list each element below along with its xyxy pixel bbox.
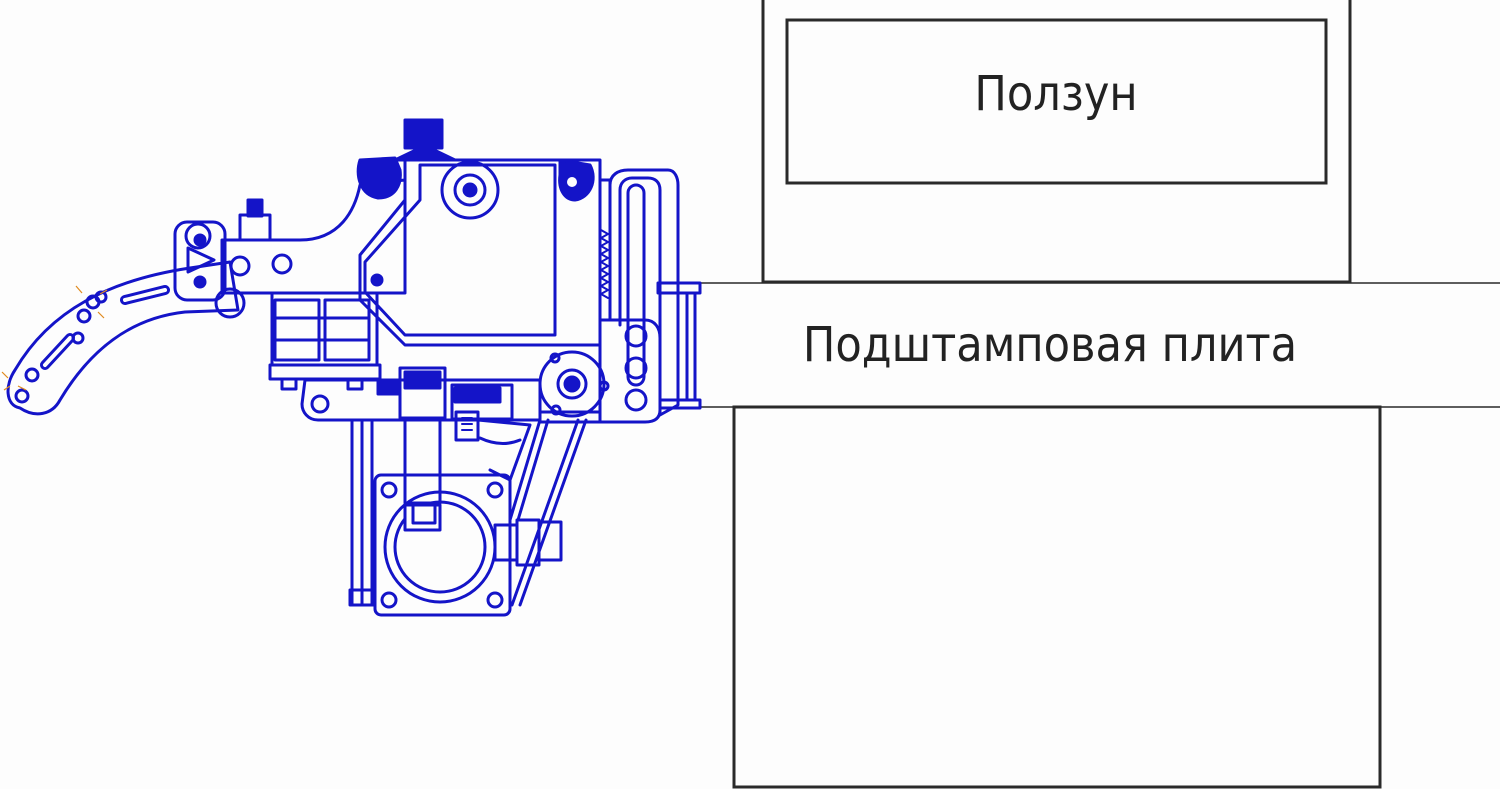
arm-slot-2-inner: [43, 336, 72, 367]
slider-frame: [761, 0, 1352, 284]
lower-die-block: [732, 405, 1382, 789]
press: [700, 0, 1500, 789]
slider-box: [785, 18, 1328, 185]
curved-arm: [6, 260, 240, 416]
arm-slot-1-inner: [123, 288, 167, 302]
slider-label: Ползун: [974, 66, 1137, 122]
die-plate-label: Подштамповая плита: [803, 317, 1297, 373]
spark-marks: [1, 285, 108, 391]
feeder-mechanism: [6, 118, 702, 617]
